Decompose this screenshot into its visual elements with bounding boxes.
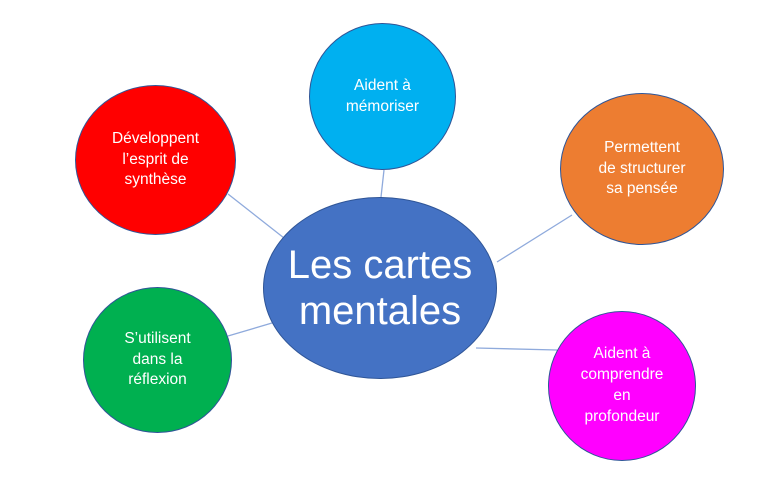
central-topic-node: Les cartes mentales [263,197,497,379]
node-comprendre: Aident à comprendre en profondeur [548,311,696,461]
connector-structurer [496,214,573,263]
connector-reflexion [227,322,273,337]
node-memoriser: Aident à mémoriser [309,23,456,170]
connector-memoriser [380,169,385,198]
node-structurer: Permettent de structurer sa pensée [560,93,724,245]
central-topic-label: Les cartes mentales [287,243,473,333]
node-synthese: Développent l’esprit de synthèse [75,85,236,235]
connector-comprendre [475,347,558,351]
node-reflexion-label: S’utilisent dans la réflexion [124,329,191,389]
node-memoriser-label: Aident à mémoriser [345,76,420,115]
node-reflexion: S’utilisent dans la réflexion [83,287,232,433]
node-structurer-label: Permettent de structurer sa pensée [598,138,686,198]
node-synthese-label: Développent l’esprit de synthèse [111,129,200,189]
node-comprendre-label: Aident à comprendre en profondeur [580,345,664,425]
connector-synthese [227,193,285,239]
